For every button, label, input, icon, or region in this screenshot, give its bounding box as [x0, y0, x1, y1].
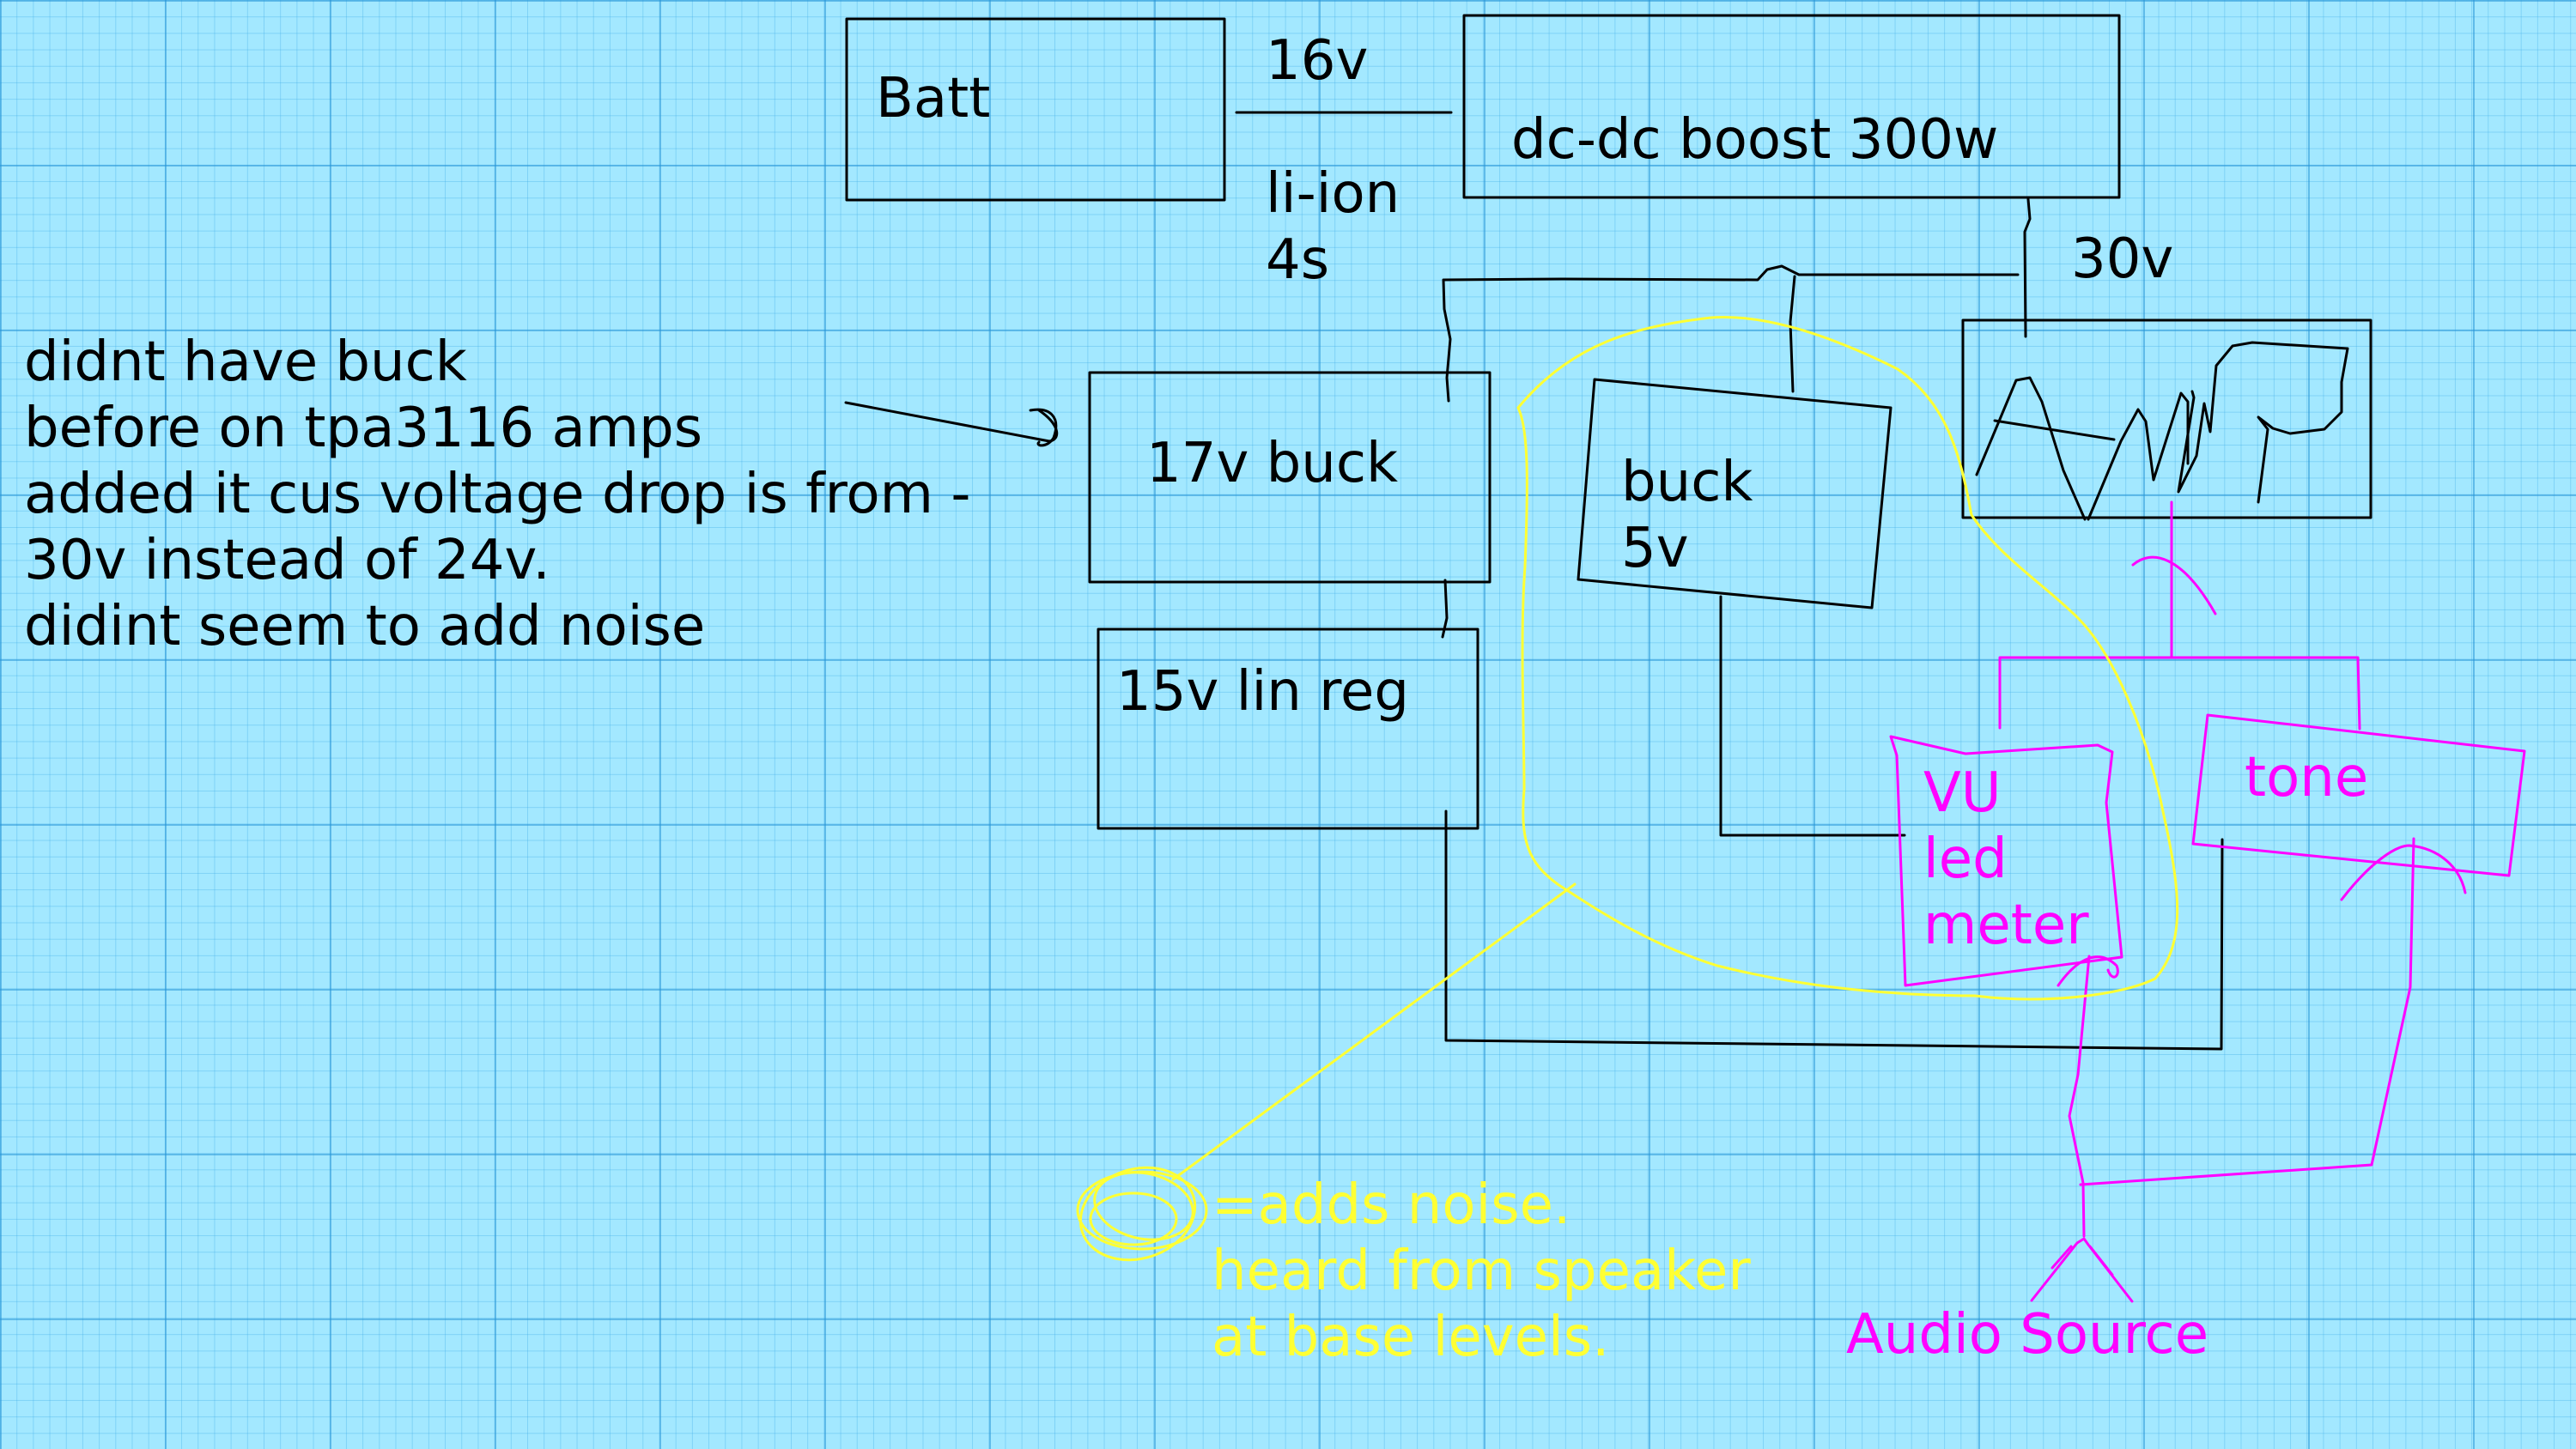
linear-regulator-box: [1097, 627, 1479, 830]
buck-5v-feed-wire: [1789, 275, 1796, 393]
tone-input-arrow: [2340, 844, 2467, 901]
note-arrow: [844, 401, 1059, 443]
buck-5v-output-wire: [1719, 595, 1906, 837]
vu-input-wire: [2068, 955, 2091, 1238]
amp-box: [1961, 318, 2372, 519]
battery-voltage-label: 16v: [1266, 29, 1369, 93]
audio-source-icon: [2030, 1237, 2134, 1303]
amp-audio-feed: [1998, 500, 2173, 730]
vu-meter-label-line1: VU: [1923, 761, 2002, 825]
boost-converter-label: dc-dc boost 300w: [1511, 108, 1999, 172]
vu-meter-label-line3: meter: [1923, 894, 2089, 957]
buck-17v-box: [1088, 371, 1492, 584]
noise-pointer-line: [1171, 882, 1577, 1181]
tone-input-wire: [2079, 837, 2415, 1186]
return-wire: [1444, 809, 2224, 1051]
linear-regulator-label: 15v lin reg: [1116, 660, 1410, 724]
battery-type-label-line2: 4s: [1266, 228, 1330, 292]
amp-to-tone: [2170, 656, 2361, 731]
note-line-1: didnt have buck: [24, 330, 467, 394]
battery-box: [845, 17, 1226, 202]
note-line-2: before on tpa3116 amps: [24, 397, 703, 460]
note-line-3: added it cus voltage drop is from -: [24, 463, 971, 526]
noise-annotation-line-1: =adds noise.: [1212, 1173, 1571, 1237]
boost-output-wire: [2023, 197, 2032, 338]
boost-output-label: 30v: [2071, 227, 2174, 291]
noise-loop-outline: [1516, 315, 2179, 1001]
battery-type-label-line1: li-ion: [1266, 162, 1400, 226]
buck-17v-label: 17v buck: [1146, 432, 1399, 495]
supply-bus-wire: [1442, 264, 2020, 403]
vu-input-arrow: [2057, 955, 2119, 987]
amp-input-arrow: [2131, 555, 2217, 615]
battery-label: Batt: [876, 67, 991, 130]
buck-5v-label-line2: 5v: [1621, 517, 1689, 580]
note-line-4: 30v instead of 24v.: [24, 529, 550, 592]
noise-scribble-icon: [1076, 1166, 1208, 1262]
note-arrow-head: [1029, 408, 1058, 447]
vu-meter-label-line2: led: [1923, 828, 2008, 891]
buck-5v-label-line1: buck: [1621, 451, 1753, 514]
buck-to-linreg-wire: [1441, 579, 1449, 639]
note-line-5: didint seem to add noise: [24, 595, 706, 658]
audio-source-label: Audio Source: [1846, 1303, 2209, 1367]
boost-converter-box: [1462, 14, 2121, 199]
noise-annotation-line-3: at base levels.: [1212, 1306, 1610, 1369]
buck-5v-box: [1577, 378, 1893, 609]
amp-handwritten-icon: [1975, 341, 2349, 521]
vu-meter-box: [1889, 735, 2123, 987]
tone-box: [2191, 713, 2526, 877]
tone-label: tone: [2245, 746, 2369, 809]
noise-annotation-line-2: heard from speaker: [1212, 1240, 1751, 1303]
